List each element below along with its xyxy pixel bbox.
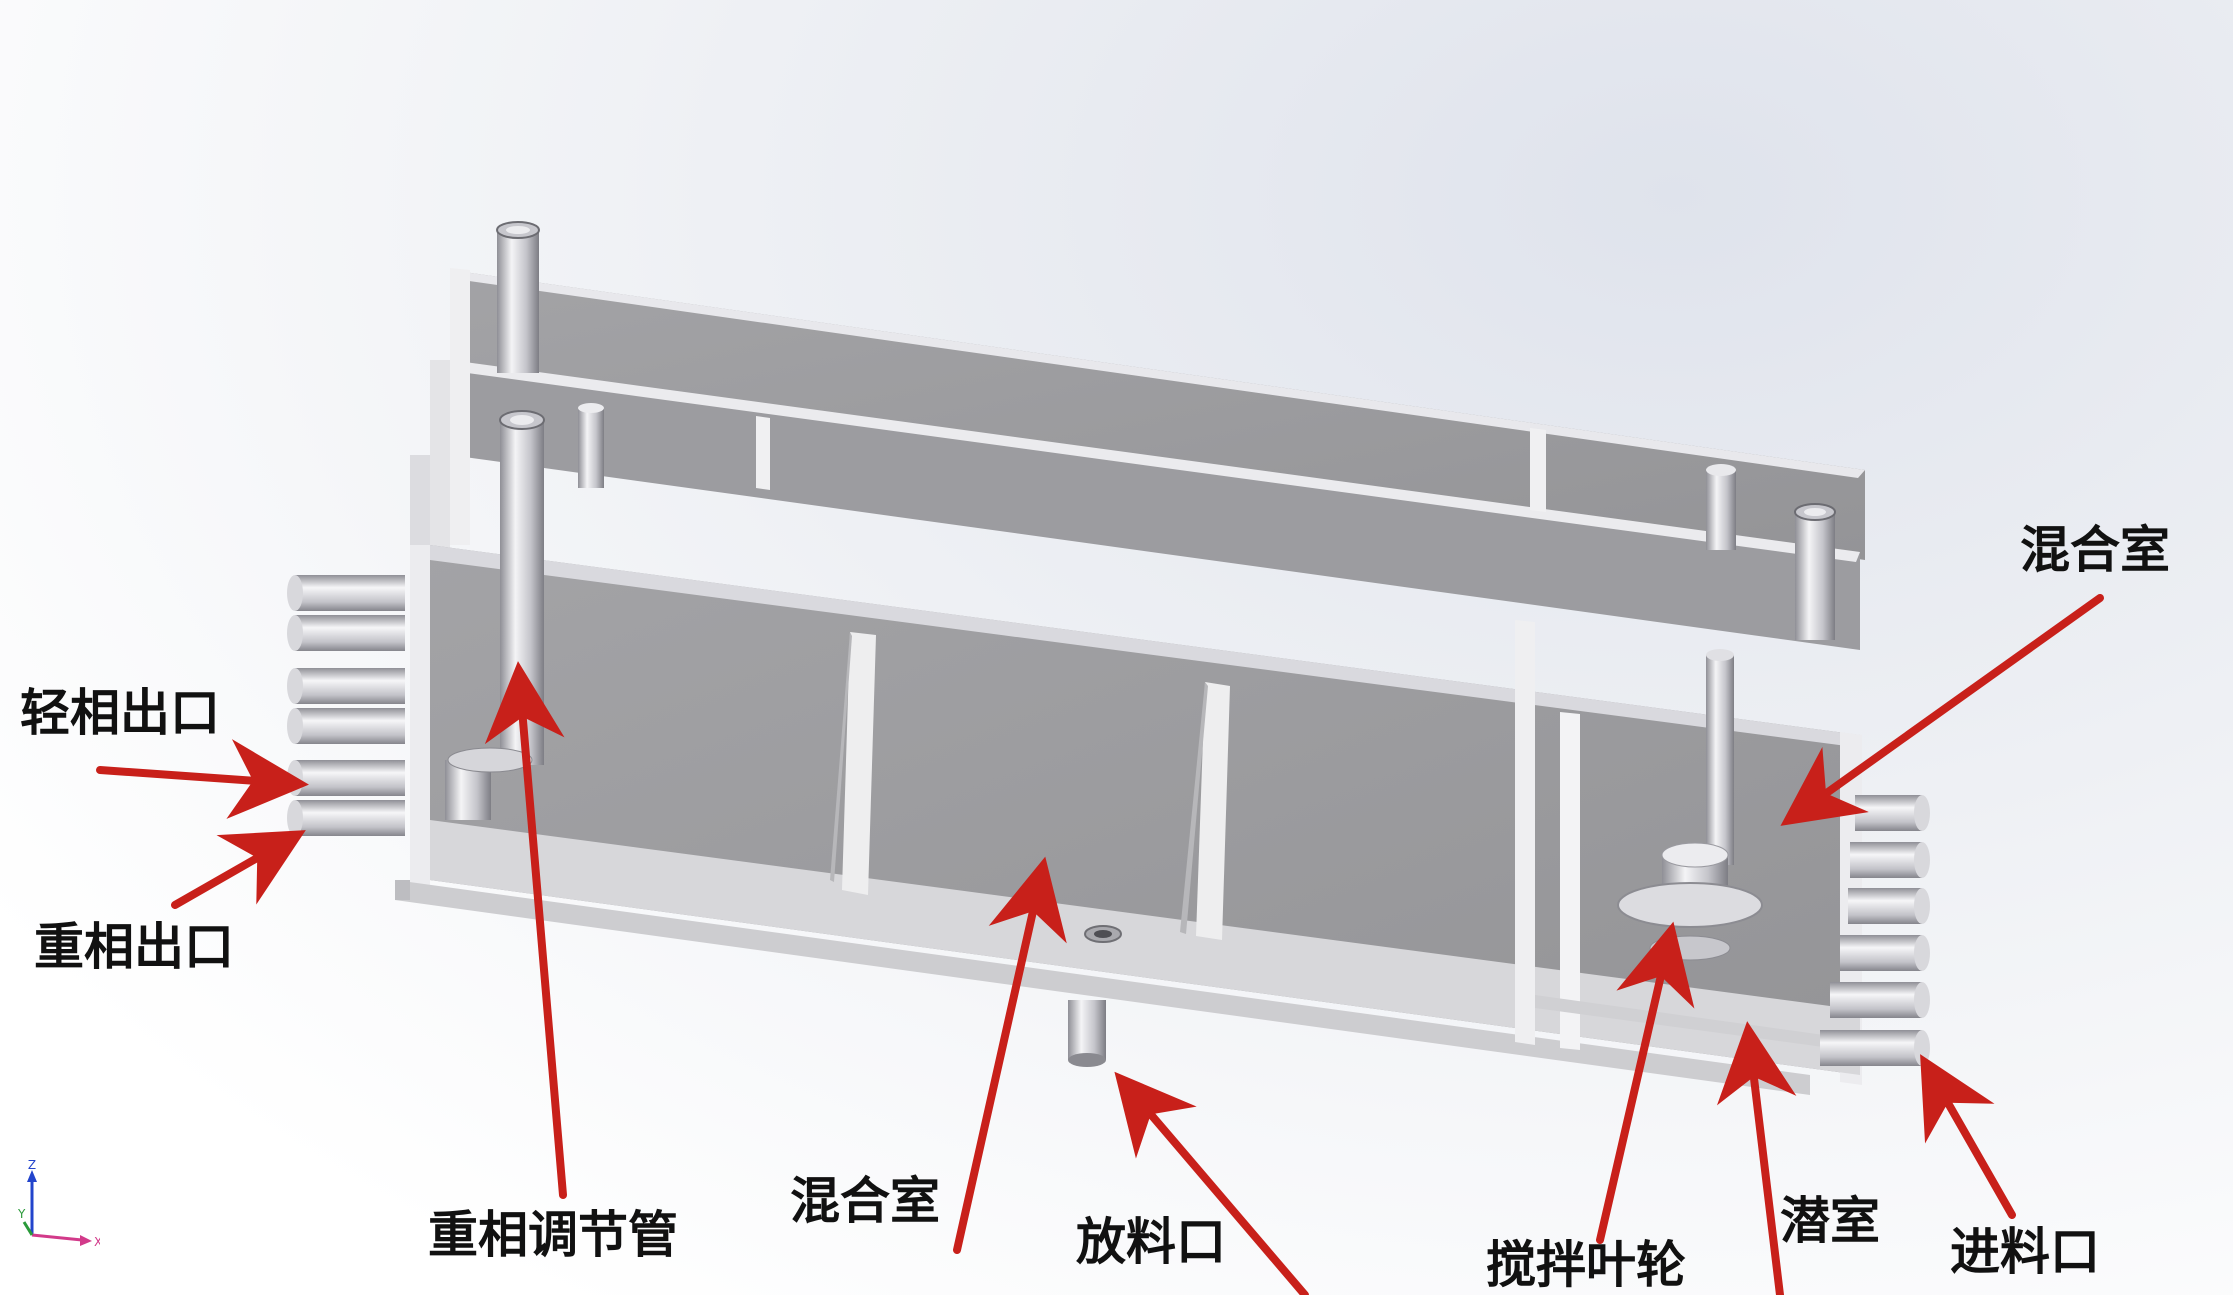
axis-x-label: X — [94, 1235, 100, 1249]
arrow-mix-right — [1780, 594, 2104, 826]
arrow-heavy-outlet — [171, 830, 306, 909]
annotation-arrows — [96, 594, 2104, 1295]
axis-triad-icon: Z Y X — [17, 1160, 100, 1249]
left-outlet-stubs — [287, 575, 405, 836]
back-compartment — [450, 270, 1865, 560]
label-mixing-chamber-bottom: 混合室 — [790, 1172, 940, 1230]
right-tubes — [1706, 464, 1836, 640]
label-light-phase-outlet: 轻相出口 — [20, 684, 220, 742]
label-heavy-phase-adjust-tube: 重相调节管 — [428, 1206, 678, 1264]
label-heavy-phase-outlet: 重相出口 — [34, 918, 234, 976]
arrow-light-outlet — [96, 739, 309, 819]
heavy-phase-adjust-tube-back — [496, 221, 604, 488]
baffle-2 — [1180, 682, 1230, 940]
label-submerged-chamber: 潜室 — [1780, 1192, 1880, 1250]
arrow-discharge — [1114, 1071, 1309, 1295]
label-stirring-impeller: 搅拌叶轮 — [1486, 1236, 1686, 1294]
arrow-feed — [1920, 1054, 2016, 1219]
arrow-heavy-tube — [484, 661, 567, 1199]
discharge-port — [1068, 925, 1122, 1067]
label-feed-port: 进料口 — [1950, 1223, 2100, 1281]
arrow-submerged — [1716, 1021, 1797, 1295]
middle-compartment — [450, 360, 1860, 650]
arrow-mix-bottom — [953, 856, 1067, 1254]
label-discharge-port: 放料口 — [1076, 1213, 1226, 1271]
axis-z-label: Z — [28, 1160, 36, 1172]
axis-y-label: Y — [17, 1207, 26, 1221]
baffle-1 — [830, 632, 876, 895]
label-mixing-chamber-right: 混合室 — [2020, 521, 2170, 579]
right-inlet-stubs — [1820, 795, 1930, 1066]
arrow-impeller — [1596, 921, 1695, 1244]
front-compartment — [395, 545, 1862, 1095]
